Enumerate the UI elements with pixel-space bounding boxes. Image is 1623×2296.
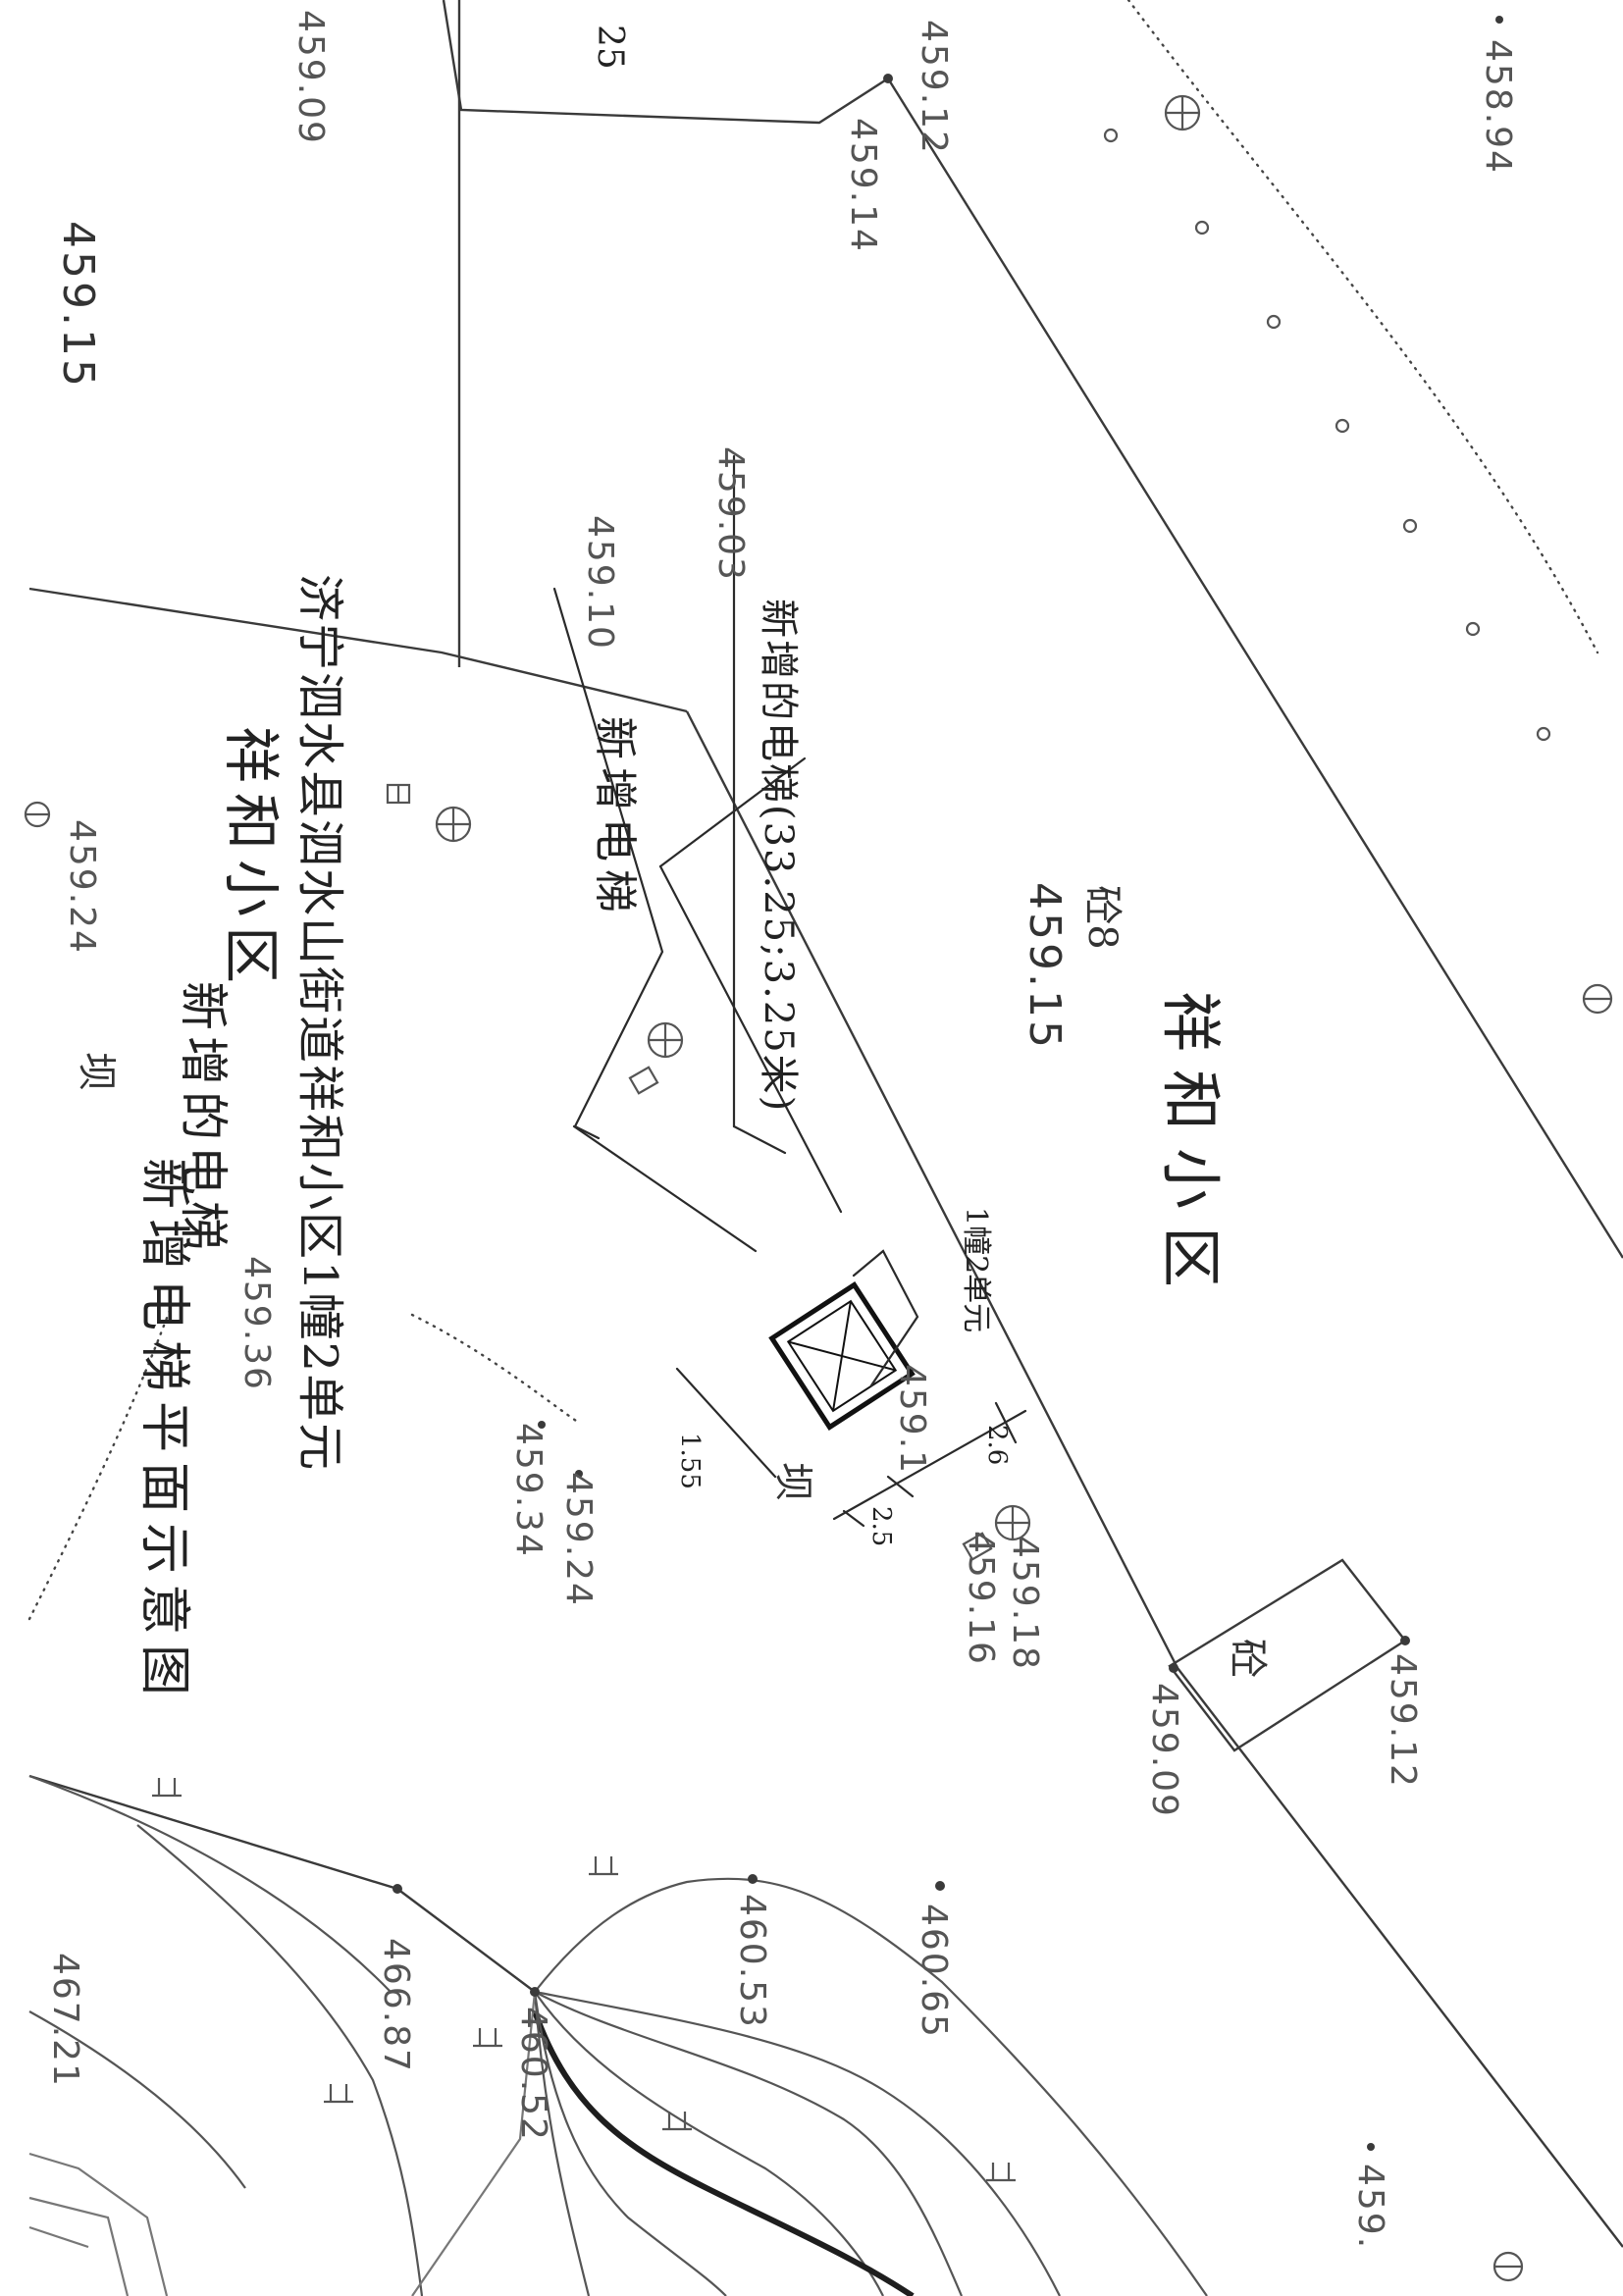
concrete-block-label: 砼8 [1079,885,1125,949]
printed-labels: 祥和小区 砼8 459.15 砼 坝 坝 [74,882,1270,1678]
elevation-label: 459.14 [843,118,883,253]
area-label: 祥和小区 [1155,991,1227,1305]
circle-cross-icon [435,806,472,843]
block-elevation: 459.15 [1020,882,1070,1051]
elevation-label: 459.03 [710,446,751,582]
elevator-sketch [552,454,1027,1528]
dam-mark-1: 坝 [74,1052,119,1091]
contour-lines [28,1774,1208,2296]
elevation-label: 459.12 [1383,1653,1423,1789]
terrain-symbols [152,1778,1016,2182]
elevation-label: 459.10 [580,515,620,651]
handwritten-elevator-a: 新增电梯 [590,716,640,920]
circle-cross-icon [1582,983,1613,1015]
tree-symbols [1103,128,1551,742]
handwritten-title: 祥和小区 [218,726,285,993]
circle-cross-icon [994,1504,1031,1541]
elevation-label: 459.09 [290,10,331,145]
handwritten-subtitle: 新增的电梯 [175,981,232,1256]
dimension-label: 2.6 [982,1425,1012,1465]
survey-points [393,16,1503,2151]
elevation-label: 459.18 [1005,1536,1045,1671]
utility-symbols [386,783,993,1561]
elevation-label: 459.16 [961,1531,1001,1666]
elevation-label: 460.52 [513,2007,553,2142]
survey-markers [24,94,1613,2282]
circle-cross-icon [24,801,51,828]
concrete-mark: 砼 [1225,1639,1270,1678]
elevation-label: 459.24 [62,819,102,955]
elevation-label: 459.34 [508,1423,549,1558]
dimension-label: 1.55 [675,1433,705,1489]
elevation-label: 459. [1350,2164,1390,2250]
dam-mark-2: 坝 [770,1462,815,1501]
elevation-label: 459.36 [236,1256,277,1391]
handwritten-notes: 祥和小区 新增的电梯 新增电梯 新增的电梯(33.25;3.25米) 济宁泗水县… [134,25,1012,1705]
building-outlines [28,0,1623,2248]
circle-cross-icon [1492,2251,1524,2282]
elevation-labels: 458.94 459.12 459.14 459.15 459.09 459.2… [45,10,1518,2250]
dotted-boundaries [27,0,1599,1621]
elevation-label: 459.24 [558,1472,599,1607]
elevation-label: 459.09 [1144,1683,1184,1818]
elevation-label: 459.15 [53,221,103,390]
elevation-label: 459.12 [914,20,954,155]
elevation-label: 458.94 [1478,39,1518,175]
handwritten-note-2: 新增电梯平面示意图 [134,1158,193,1705]
circle-cross-icon [647,1021,684,1059]
elevation-label: 460.65 [914,1904,954,2039]
handwritten-note-1: 济宁泗水县泗水山街道祥和小区1幢2单元 [292,574,347,1472]
handwritten-side-note: 1幢2单元 [959,1207,993,1332]
elevator-box [768,1281,916,1431]
circle-cross-icon [1164,94,1201,131]
edge-mark: 25 [590,25,630,70]
elevation-label: 460.53 [732,1894,772,2029]
dimension-label: 2.5 [866,1506,896,1546]
elevation-label: 459.1 [892,1364,932,1475]
handwritten-elevator-b: 新增的电梯(33.25;3.25米) [756,599,801,1113]
elevation-label: 467.21 [45,1953,85,2088]
elevation-label: 466.87 [376,1938,416,2073]
